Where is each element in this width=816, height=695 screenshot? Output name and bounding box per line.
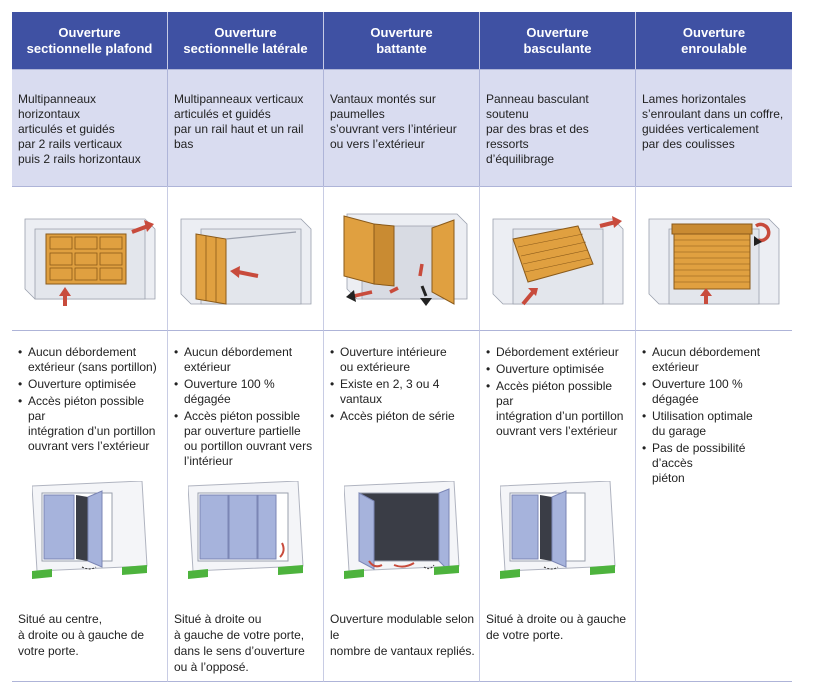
feature-list: •Ouverture intérieure ou extérieure •Exi… [330,345,475,426]
feature-text: Aucun débordement extérieur [184,345,293,374]
garage-illustration-battante [324,186,480,330]
list-item: •Ouverture 100 % dégagée [642,377,788,407]
description-cell: Vantaux montés sur paumelles s’ouvrant v… [324,69,480,186]
feature-text: Ouverture 100 % dégagée [652,377,743,406]
garage-illustration-basculante [480,186,636,330]
column-details-sectionnelle-laterale: •Aucun débordement extérieur •Ouverture … [168,330,324,682]
feature-text: Accès piéton possible par intégration d’… [28,394,156,453]
list-item: •Ouverture optimisée [486,362,605,376]
comparison-table: Ouverture sectionnelle plafond Ouverture… [12,12,792,682]
column-details-battante: •Ouverture intérieure ou extérieure •Exi… [324,330,480,682]
list-item: •Accès piéton possible par intégration d… [18,394,163,454]
list-item: •Ouverture optimisée [18,377,137,391]
description-row: Multipanneaux horizontaux articulés et g… [12,69,792,186]
feature-list: •Aucun débordement extérieur •Ouverture … [174,345,319,471]
list-item: •Ouverture 100 % dégagée [174,377,319,407]
feature-text: Aucun débordement extérieur (sans portil… [28,345,157,374]
location-text: Situé au centre, à droite ou à gauche de… [18,612,145,658]
description-cell: Multipanneaux verticaux articulés et gui… [168,69,324,186]
feature-text: Débordement extérieur [496,345,619,359]
list-item: •Débordement extérieur [486,345,619,359]
list-item: •Aucun débordement extérieur (sans porti… [18,345,157,374]
feature-text: Accès piéton possible par intégration d’… [496,379,624,438]
list-item: •Existe en 2, 3 ou 4 vantaux [330,377,475,407]
list-item: •Accès piéton de série [330,409,455,423]
door-diagram [188,481,304,579]
list-item: •Accès piéton possible par intégration d… [486,379,631,439]
header-enroulable: Ouverture enroulable [636,12,792,69]
column-details-enroulable: •Aucun débordement extérieur •Ouverture … [636,330,792,682]
header-basculante: Ouverture basculante [480,12,636,69]
description-cell: Lames horizontales s’enroulant dans un c… [636,69,792,186]
feature-text: Utilisation optimale du garage [652,409,753,438]
garage-illustration-sectionnelle-laterale [168,186,324,330]
list-item: •Utilisation optimale du garage [642,409,753,438]
column-details-sectionnelle-plafond: •Aucun débordement extérieur (sans porti… [12,330,168,682]
door-diagram [500,481,616,579]
features-row: •Aucun débordement extérieur (sans porti… [12,330,792,682]
list-item: •Aucun débordement extérieur [174,345,293,374]
illustration-row [12,186,792,330]
list-item: •Pas de possibilité d’accès piéton [642,441,788,486]
header-sectionnelle-laterale: Ouverture sectionnelle latérale [168,12,324,69]
list-item: •Ouverture intérieure ou extérieure [330,345,447,374]
door-diagram [344,481,460,579]
location-text: Ouverture modulable selon le nombre de v… [330,612,475,658]
garage-illustration-sectionnelle-plafond [12,186,168,330]
feature-text: Aucun débordement extérieur [652,345,761,374]
feature-list: •Aucun débordement extérieur •Ouverture … [642,345,788,488]
header-sectionnelle-plafond: Ouverture sectionnelle plafond [12,12,168,69]
list-item: •Aucun débordement extérieur [642,345,761,374]
door-diagram [32,481,148,579]
garage-illustration-enroulable [636,186,792,330]
feature-text: Ouverture 100 % dégagée [184,377,275,406]
description-cell: Multipanneaux horizontaux articulés et g… [12,69,168,186]
location-text: Situé à droite ou à gauche de votre port… [174,612,305,674]
description-cell: Panneau basculant soutenu par des bras e… [480,69,636,186]
feature-list: •Aucun débordement extérieur (sans porti… [18,345,163,456]
feature-text: Ouverture optimisée [496,362,605,376]
header-row: Ouverture sectionnelle plafond Ouverture… [12,12,792,69]
column-details-basculante: •Débordement extérieur •Ouverture optimi… [480,330,636,682]
feature-text: Ouverture optimisée [28,377,137,391]
feature-text: Ouverture intérieure ou extérieure [340,345,447,374]
feature-text: Existe en 2, 3 ou 4 vantaux [340,377,440,406]
feature-text: Pas de possibilité d’accès piéton [652,441,746,485]
header-battante: Ouverture battante [324,12,480,69]
list-item: •Accès piéton possible par ouverture par… [174,409,313,468]
feature-list: •Débordement extérieur •Ouverture optimi… [486,345,631,441]
feature-text: Accès piéton possible par ouverture part… [184,409,313,468]
feature-text: Accès piéton de série [340,409,455,423]
location-text: Situé à droite ou à gauche de votre port… [486,612,627,642]
